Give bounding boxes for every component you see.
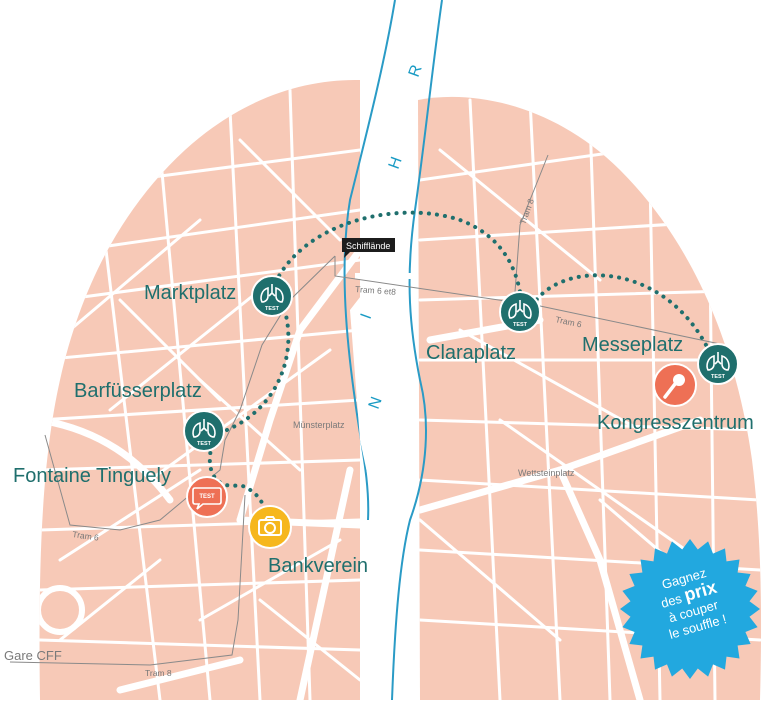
speech-bubble-test-icon: TEST: [192, 487, 222, 510]
tram-label-8-bottom: Tram 8: [145, 668, 172, 678]
munsterplatz-label: Münsterplatz: [293, 420, 345, 430]
prize-badge[interactable]: [620, 539, 760, 679]
schifflande-label: Schifflände: [346, 241, 390, 251]
claraplatz-label: Claraplatz: [426, 342, 517, 364]
tram-label-6-left: Tram 6: [72, 529, 100, 543]
barfusserplatz-label: Barfüsserplatz: [74, 380, 202, 402]
marktplatz-marker[interactable]: TEST: [251, 275, 293, 317]
barfusserplatz-icon-text: TEST: [197, 441, 212, 447]
tram-label-6-8: Tram 6 et8: [355, 284, 397, 297]
fontaine-icon-text: TEST: [199, 494, 215, 500]
bankverein-marker[interactable]: [248, 505, 292, 549]
microphone-icon: [663, 374, 685, 399]
river-letter-h: H: [386, 155, 406, 172]
fontaine-label: Fontaine Tinguely: [13, 465, 171, 487]
kongress-marker[interactable]: [653, 363, 697, 407]
marktplatz-icon-text: TEST: [265, 306, 280, 312]
starburst-shape: [620, 539, 760, 679]
messeplatz-label: Messeplatz: [582, 334, 684, 356]
lungs-test-icon: [706, 352, 730, 371]
claraplatz-marker[interactable]: TEST: [499, 291, 541, 333]
lungs-test-icon: [260, 284, 284, 303]
lungs-test-icon: [508, 300, 532, 319]
messeplatz-marker[interactable]: TEST: [697, 343, 739, 385]
dotted-route: [207, 210, 708, 514]
gare-cff-label: Gare CFF: [4, 648, 62, 663]
marktplatz-label: Marktplatz: [144, 282, 237, 304]
fontaine-marker[interactable]: TEST: [186, 476, 228, 518]
river-letter-i: I: [358, 311, 375, 321]
schifflande-tag: Schifflände: [342, 238, 395, 258]
wettsteinplatz-label: Wettsteinplatz: [518, 468, 575, 478]
messeplatz-icon-text: TEST: [711, 374, 726, 380]
river-island: [350, 265, 404, 520]
tram-lines: [9, 154, 721, 666]
kongress-label: Kongresszentrum: [597, 412, 754, 434]
river-letter-r: R: [406, 63, 426, 80]
river-letter-n: N: [366, 395, 386, 412]
lungs-test-icon: [192, 419, 216, 438]
barfusserplatz-marker[interactable]: TEST: [183, 410, 225, 452]
bankverein-label: Bankverein: [268, 555, 369, 577]
claraplatz-icon-text: TEST: [513, 322, 528, 328]
camera-icon: [258, 516, 282, 536]
